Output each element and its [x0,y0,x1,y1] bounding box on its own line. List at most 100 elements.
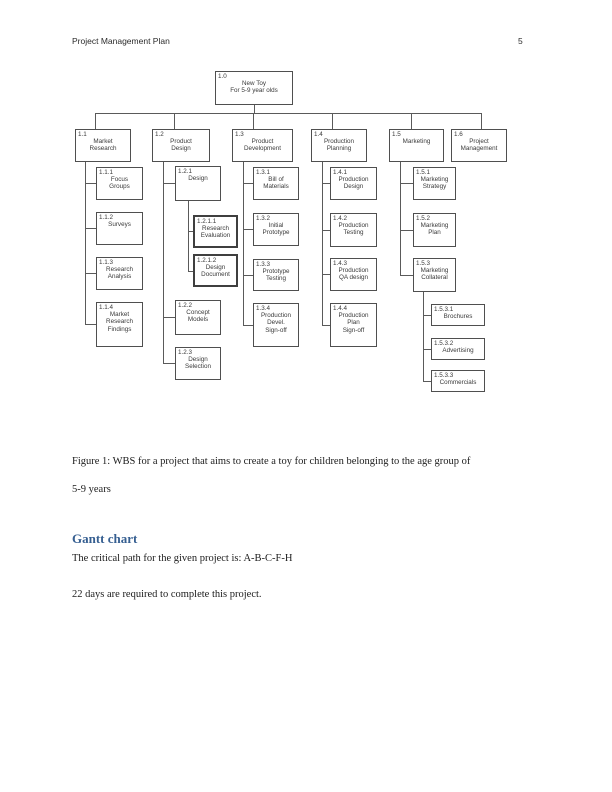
wbs-node-1-0: 1.0 New Toy For 5-9 year olds [215,71,293,105]
wbs-node-number: 1.5.1 [416,169,431,176]
wbs-node-number: 1.4.1 [333,169,348,176]
wbs-node-1-5-3-2: 1.5.3.2 Advertising [431,338,485,360]
connector [188,231,193,232]
project-duration-text: 22 days are required to complete this pr… [72,589,262,600]
wbs-node-number: 1.1.3 [99,259,114,266]
wbs-node-label: Product Development [243,138,282,153]
connector [243,183,253,184]
connector [163,162,164,363]
connector [400,230,413,231]
wbs-node-number: 1.5 [392,131,401,138]
wbs-node-label: Production Testing [338,222,369,237]
wbs-node-label: New Toy For 5-9 year olds [230,80,278,95]
wbs-node-label: Production Planning [323,138,355,153]
wbs-node-1-4: 1.4 Production Planning [311,129,367,162]
connector [322,183,330,184]
connector [85,162,86,324]
connector [423,349,431,350]
wbs-node-1-5-1: 1.5.1 Marketing Strategy [413,167,456,200]
header-title: Project Management Plan [72,36,170,46]
wbs-node-1-2: 1.2 Product Design [152,129,210,162]
connector [163,363,175,364]
wbs-node-1-1-1: 1.1.1 Focus Groups [96,167,143,200]
connector [423,292,424,381]
wbs-node-number: 1.2.1 [178,168,193,175]
wbs-node-label: Product Design [170,138,192,153]
wbs-node-label: Design Document [201,264,230,279]
wbs-node-1-5-3: 1.5.3 Marketing Collateral [413,258,456,292]
connector [188,271,193,272]
wbs-node-1-1-3: 1.1.3 Research Analysis [96,257,143,290]
connector [322,325,330,326]
wbs-node-label: Marketing [402,138,431,146]
wbs-node-number: 1.6 [454,131,463,138]
connector [95,113,96,129]
wbs-node-1-2-1-1: 1.2.1.1 Research Evaluation [193,215,238,248]
wbs-node-label: Commercials [439,379,477,387]
wbs-node-label: Marketing Plan [420,222,449,237]
connector [85,273,96,274]
wbs-node-label: Production Plan Sign-off [338,312,369,334]
connector [85,324,96,325]
wbs-node-number: 1.5.2 [416,215,431,222]
connector [322,230,330,231]
wbs-node-label: Bill of Materials [263,176,289,191]
wbs-node-number: 1.4 [314,131,323,138]
connector [322,274,330,275]
connector [423,315,431,316]
wbs-node-number: 1.4.3 [333,260,348,267]
wbs-node-label: Surveys [108,221,131,229]
wbs-node-1-4-4: 1.4.4 Production Plan Sign-off [330,303,377,347]
wbs-node-label: Advertising [442,347,474,355]
wbs-node-1-3-3: 1.3.3 Prototype Testing [253,259,299,291]
connector [243,275,253,276]
wbs-node-number: 1.3.1 [256,169,271,176]
wbs-node-1-3-4: 1.3.4 Production Devel. Sign-off [253,303,299,347]
connector [254,105,255,113]
wbs-node-1-3-1: 1.3.1 Bill of Materials [253,167,299,200]
connector [400,183,413,184]
connector [423,381,431,382]
connector [400,162,401,275]
connector [411,113,412,129]
wbs-node-label: Design [188,175,208,183]
wbs-node-number: 1.1.4 [99,304,114,311]
wbs-node-1-5: 1.5 Marketing [389,129,444,162]
header-page-number: 5 [518,36,523,46]
wbs-node-1-6: 1.6 Project Management [451,129,507,162]
wbs-node-1-2-1: 1.2.1 Design [175,166,221,201]
wbs-node-label: Market Research [89,138,117,153]
connector [243,162,244,325]
wbs-node-1-1-4: 1.1.4 Market Research Findings [96,302,143,347]
wbs-node-number: 1.1.1 [99,169,114,176]
wbs-node-number: 1.3.4 [256,305,271,312]
wbs-node-1-5-3-3: 1.5.3.3 Commercials [431,370,485,392]
wbs-node-1-4-3: 1.4.3 Production QA design [330,258,377,291]
connector [95,113,482,114]
wbs-node-label: Production Devel. Sign-off [260,312,292,334]
wbs-diagram: 1.0 New Toy For 5-9 year olds 1.1 Market… [75,71,507,392]
wbs-node-number: 1.2.2 [178,302,193,309]
wbs-node-1-4-2: 1.4.2 Production Testing [330,213,377,247]
wbs-node-number: 1.4.4 [333,305,348,312]
figure-caption-line1: Figure 1: WBS for a project that aims to… [72,456,471,467]
wbs-node-1-2-1-2: 1.2.1.2 Design Document [193,254,238,287]
wbs-node-label: Project Management [460,138,498,153]
connector [243,229,253,230]
wbs-node-label: Production Design [338,176,369,191]
wbs-node-number: 1.5.3.3 [434,372,454,379]
wbs-node-number: 1.3.2 [256,215,271,222]
wbs-node-number: 1.0 [218,73,227,80]
connector [322,162,323,325]
wbs-node-1-3: 1.3 Product Development [232,129,293,162]
wbs-node-1-2-3: 1.2.3 Design Selection [175,347,221,380]
wbs-node-label: Focus Groups [109,176,130,191]
connector [400,275,413,276]
wbs-node-number: 1.5.3 [416,260,431,267]
wbs-node-1-1-2: 1.1.2 Surveys [96,212,143,245]
wbs-node-number: 1.2.1.2 [197,257,217,264]
wbs-node-number: 1.1 [78,131,87,138]
figure-caption-line2: 5-9 years [72,484,111,495]
connector [174,113,175,129]
